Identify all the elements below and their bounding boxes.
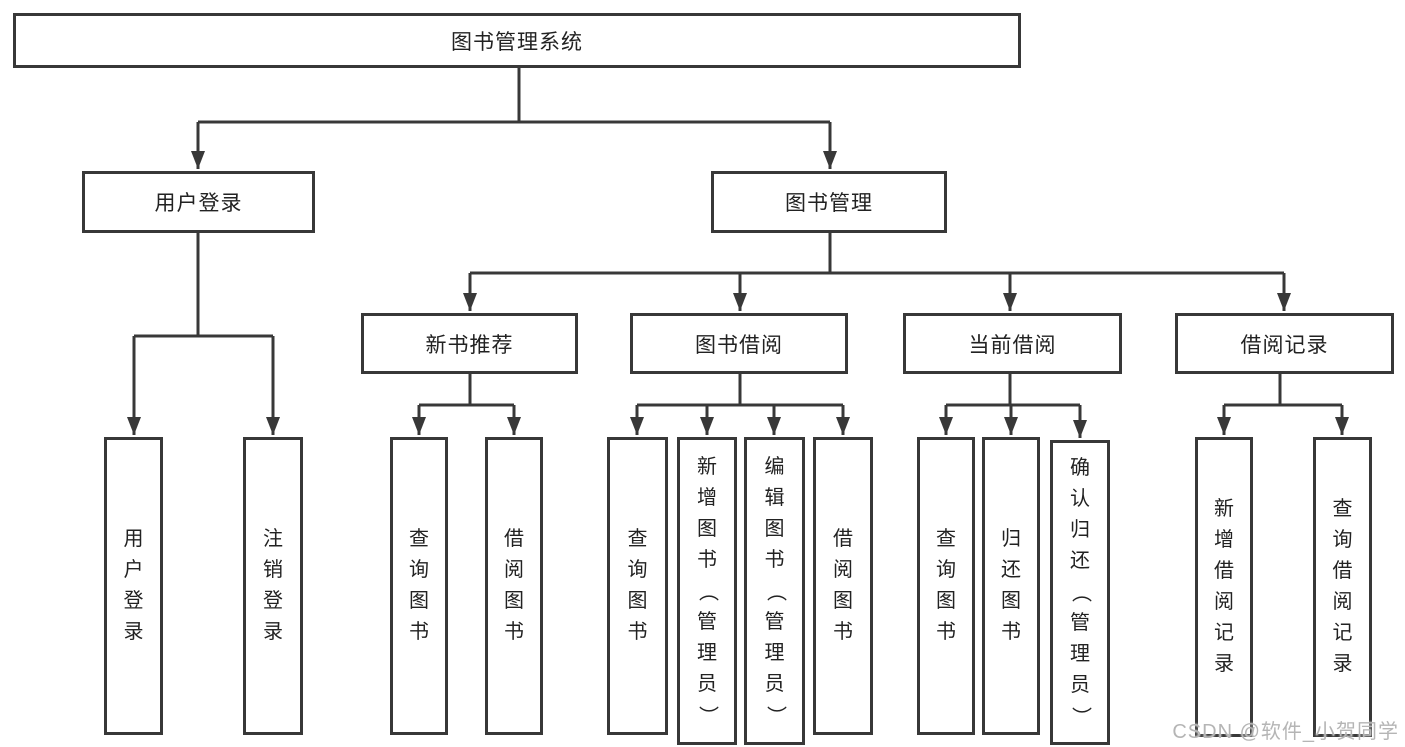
leaf-bb-borrow-books: 借阅图书 [813,437,873,735]
node-book-management: 图书管理 [711,171,947,233]
leaf-cb-confirm-return-admin: 确认归还（管理员） [1050,440,1110,745]
leaf-br-query-record: 查询借阅记录 [1313,437,1372,737]
leaf-bb-add-books-admin: 新增图书（管理员） [677,437,737,745]
leaf-cb-return-books: 归还图书 [982,437,1040,735]
leaf-bb-query-books: 查询图书 [607,437,668,735]
node-current-borrowing: 当前借阅 [903,313,1122,374]
node-new-book-recommendation: 新书推荐 [361,313,578,374]
node-root-system: 图书管理系统 [13,13,1021,68]
leaf-br-add-record: 新增借阅记录 [1195,437,1253,737]
csdn-watermark: CSDN @软件_小贺同学 [1172,721,1399,743]
leaf-bb-edit-books-admin: 编辑图书（管理员） [744,437,805,745]
node-borrowing-records: 借阅记录 [1175,313,1394,374]
leaf-nb-query-books: 查询图书 [390,437,448,735]
leaf-nb-borrow-books: 借阅图书 [485,437,543,735]
node-book-borrowing: 图书借阅 [630,313,848,374]
node-user-login: 用户登录 [82,171,315,233]
leaf-cb-query-books: 查询图书 [917,437,975,735]
leaf-logout: 注销登录 [243,437,303,735]
leaf-user-login: 用户登录 [104,437,163,735]
